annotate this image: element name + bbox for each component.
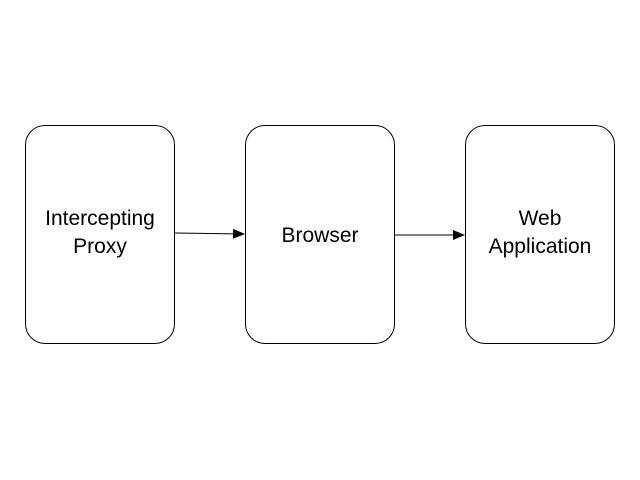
node-label: Browser bbox=[281, 223, 359, 247]
arrow-proxy-to-browser bbox=[174, 228, 245, 239]
node-label: Web Application bbox=[488, 206, 592, 258]
node-web-application: Web Application bbox=[465, 125, 615, 344]
node-label: Intercepting Proxy bbox=[45, 206, 155, 258]
node-browser: Browser bbox=[245, 125, 395, 344]
node-intercepting-proxy: Intercepting Proxy bbox=[25, 125, 175, 344]
